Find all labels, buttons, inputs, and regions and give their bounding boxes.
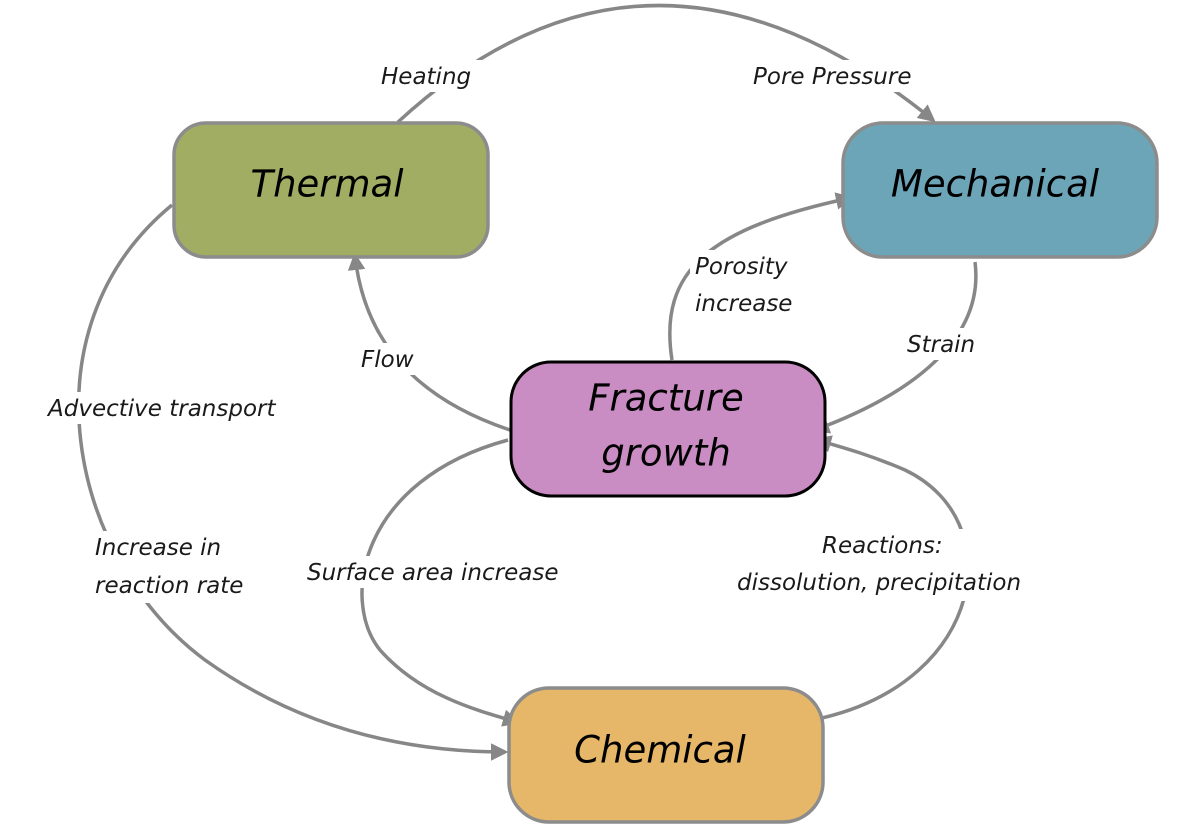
edge-strain [811,261,978,434]
label-porosity-line1: Porosity [695,254,788,280]
label-increase-line1: Increase in [95,535,221,561]
label-increase-line2: reaction rate [95,573,243,599]
edge-advective-transport [76,203,509,761]
label-heating: Heating [381,64,471,90]
edge-surface-area [360,438,521,727]
label-advective-transport: Advective transport [46,396,276,422]
label-reactions-line2: dissolution, precipitation [737,570,1021,596]
node-chemical: Chemical [507,686,825,824]
node-fracture-growth-line1: Fracture [588,377,743,420]
node-mechanical-label: Mechanical [891,163,1100,206]
node-thermal-label: Thermal [250,163,404,206]
node-fracture-growth-box [509,360,827,498]
node-mechanical-box [841,121,1159,259]
node-chemical-box [507,686,825,824]
label-pore-pressure: Pore Pressure [753,64,911,90]
node-fracture-growth: Fracture growth [509,360,827,498]
label-flow: Flow [361,347,414,373]
node-fracture-growth-line2: growth [601,432,731,475]
label-porosity-line2: increase [695,291,792,317]
label-strain: Strain [907,332,975,358]
node-mechanical: Mechanical [841,121,1159,259]
node-chemical-label: Chemical [574,729,746,772]
label-reactions-line1: Reactions: [822,533,943,559]
label-surface-area-increase: Surface area increase [307,560,558,586]
edge-reactions [813,435,970,720]
edge-labels: Heating Pore Pressure Porosity increase … [43,60,1048,603]
node-thermal-box [172,121,490,259]
node-thermal: Thermal [172,121,490,259]
